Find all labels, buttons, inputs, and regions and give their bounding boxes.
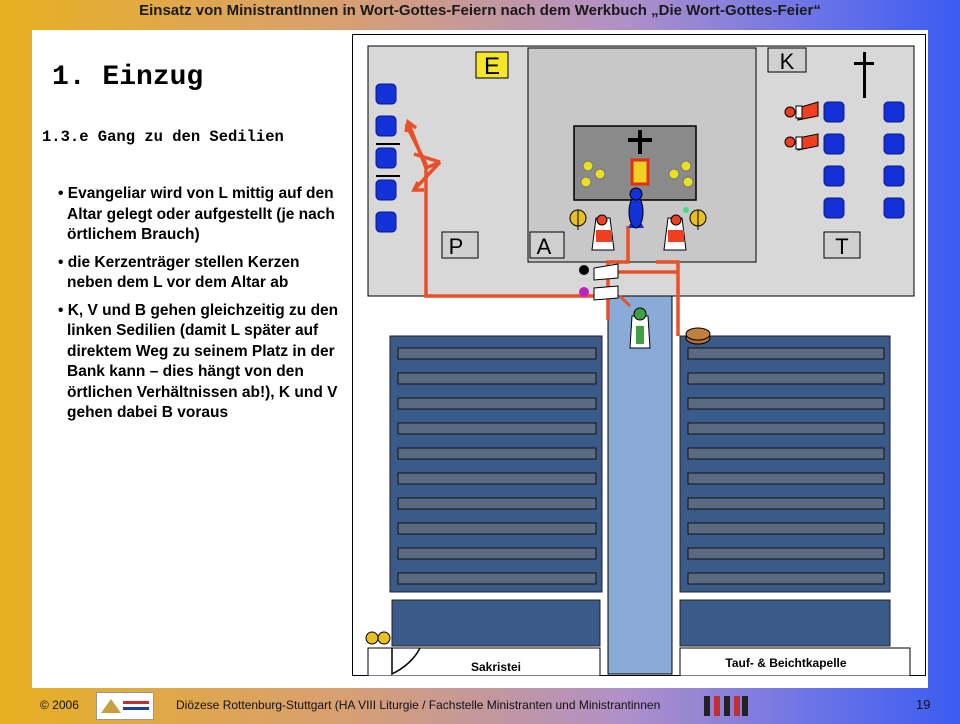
figures-right-sedilia bbox=[784, 101, 819, 151]
church-floor-plan: E K P A T bbox=[352, 34, 926, 676]
pew-slat bbox=[687, 572, 885, 585]
bread-basket-icon bbox=[685, 327, 711, 345]
pew-slat bbox=[397, 422, 597, 435]
pew-slat bbox=[687, 447, 885, 460]
pew-slat bbox=[687, 497, 885, 510]
priest-seat-box bbox=[441, 231, 479, 259]
lector-figure bbox=[628, 187, 644, 229]
evangeliar-book bbox=[630, 158, 650, 186]
pew-slat bbox=[397, 497, 597, 510]
pew-slats-right bbox=[687, 347, 885, 585]
pew-slat bbox=[397, 547, 597, 560]
sakristei-door bbox=[391, 647, 421, 676]
processional-cross-icon bbox=[854, 52, 874, 98]
pew-slat bbox=[687, 372, 885, 385]
lower-block-left bbox=[391, 599, 601, 647]
pew-slat bbox=[397, 522, 597, 535]
organisation: Diözese Rottenburg-Stuttgart (HA VIII Li… bbox=[176, 698, 661, 712]
sedilia-left bbox=[375, 83, 397, 233]
altar-cross-icon bbox=[628, 130, 652, 154]
page-number: 19 bbox=[916, 697, 931, 712]
evangeliar-ambo-box bbox=[475, 51, 509, 79]
pew-slat bbox=[397, 372, 597, 385]
pew-slats-left bbox=[397, 347, 597, 585]
diocese-logo bbox=[96, 692, 154, 720]
bullet-item: Evangeliar wird von L mittig auf den Alt… bbox=[58, 184, 340, 246]
candle-bearer-right bbox=[663, 207, 707, 251]
pew-slat bbox=[397, 572, 597, 585]
bullet-item: die Kerzenträger stellen Kerzen neben de… bbox=[58, 253, 340, 294]
sakristei-room bbox=[367, 647, 601, 676]
label-e: E bbox=[484, 53, 500, 80]
copyright: © 2006 bbox=[40, 698, 79, 712]
sakristei-figures bbox=[365, 631, 391, 645]
central-aisle bbox=[607, 295, 673, 675]
bullet-list: Evangeliar wird von L mittig auf den Alt… bbox=[58, 184, 340, 431]
pew-slat bbox=[687, 522, 885, 535]
pew-slat bbox=[687, 472, 885, 485]
pew-slat bbox=[397, 472, 597, 485]
pew-slat bbox=[397, 347, 597, 360]
candles-left bbox=[580, 160, 606, 188]
pew-slat bbox=[687, 347, 885, 360]
sedilia-right bbox=[823, 101, 905, 219]
label-p: P bbox=[449, 234, 464, 259]
pew-slat bbox=[687, 397, 885, 410]
kapelle-room bbox=[679, 647, 911, 676]
candles-right bbox=[668, 160, 694, 188]
label-kapelle: Tauf- & Beichtkapelle bbox=[725, 656, 846, 670]
label-k: K bbox=[780, 49, 795, 74]
presentation-header: Einsatz von MinistrantInnen in Wort-Gott… bbox=[139, 2, 821, 19]
servers-turned bbox=[579, 263, 619, 301]
mini-logo bbox=[702, 692, 750, 718]
label-a: A bbox=[537, 234, 552, 259]
lower-block-right bbox=[679, 599, 891, 647]
pew-slat bbox=[397, 447, 597, 460]
direction-arrows bbox=[404, 118, 442, 192]
label-sakristei: Sakristei bbox=[471, 660, 521, 674]
kantor-box bbox=[767, 47, 807, 73]
table-box bbox=[823, 231, 861, 259]
pew-slat bbox=[397, 397, 597, 410]
pew-slat bbox=[687, 422, 885, 435]
candle-bearer-left bbox=[569, 209, 615, 251]
leader-figure bbox=[629, 307, 651, 349]
sedilia-dividers bbox=[376, 143, 400, 177]
ambo-box bbox=[529, 231, 565, 259]
small-arrow bbox=[618, 294, 632, 308]
slide-title: 1. Einzug bbox=[52, 62, 204, 93]
pew-slat bbox=[687, 547, 885, 560]
bullet-item: K, V und B gehen gleichzeitig zu den lin… bbox=[58, 301, 340, 424]
label-t: T bbox=[835, 234, 848, 259]
slide-subtitle: 1.3.e Gang zu den Sedilien bbox=[42, 128, 284, 146]
